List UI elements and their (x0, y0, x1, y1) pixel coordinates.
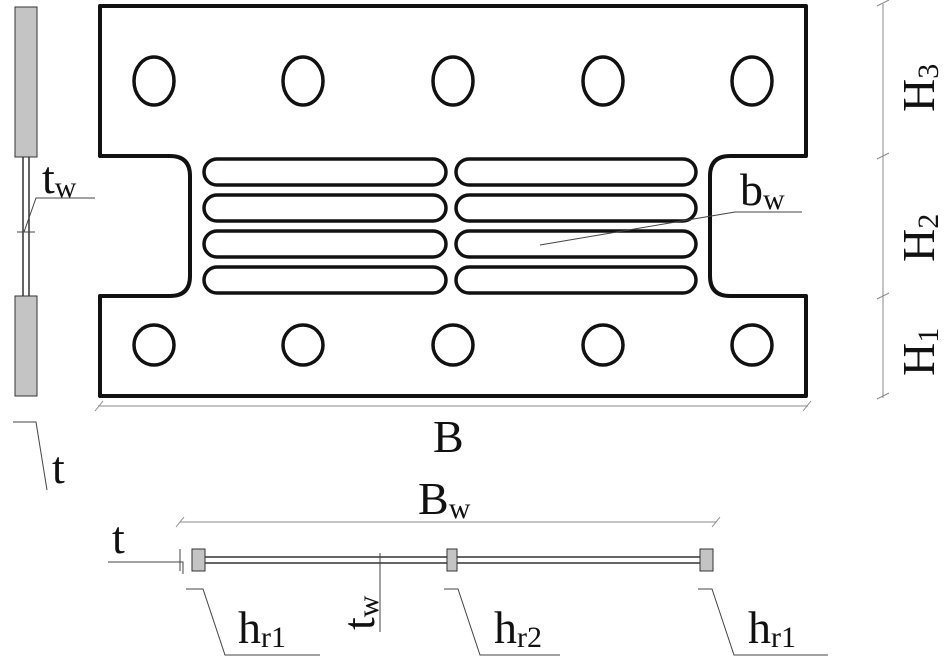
slot (202, 157, 448, 187)
slot (454, 229, 698, 259)
tick (94, 400, 104, 412)
bolt-hole (431, 323, 475, 367)
height-dimensions (876, 0, 890, 400)
bw-label: bw (740, 164, 785, 216)
bolt-hole (581, 55, 625, 107)
hr2-leader (444, 588, 560, 656)
side-view (13, 6, 95, 491)
t-section-leader (108, 561, 184, 574)
bolt-hole (431, 55, 475, 107)
hr1-right-leader (698, 588, 828, 656)
hr1-left-label: hr1 (238, 602, 286, 654)
plate-outline (98, 4, 808, 398)
tick (175, 516, 185, 528)
top-bolt-holes (132, 55, 774, 107)
section-right-rib (699, 548, 714, 572)
H3-label: H3 (893, 64, 945, 112)
slot (454, 193, 698, 223)
t-side-label: t (52, 442, 65, 493)
t-section-label: t (112, 512, 125, 563)
tick (711, 516, 721, 528)
bottom-bolt-holes (132, 323, 774, 367)
bolt-hole (132, 55, 176, 107)
slot (202, 193, 448, 223)
bolt-hole (281, 55, 325, 107)
hr1-left-leader (186, 588, 320, 656)
Bw-label: Bw (418, 473, 471, 525)
cross-section (191, 548, 714, 572)
slot (454, 157, 698, 187)
slot (202, 229, 448, 259)
t-leader (13, 421, 48, 491)
bolt-hole (730, 55, 774, 107)
tick (876, 0, 890, 7)
tick (802, 400, 812, 412)
bw-leader (539, 211, 736, 246)
slot (202, 265, 448, 295)
bolt-hole (281, 323, 325, 367)
B-label: B (433, 411, 464, 462)
tick (876, 292, 890, 300)
tw-leader (23, 197, 95, 233)
tick (876, 152, 890, 160)
section-left-rib (191, 548, 206, 572)
H2-label: H2 (893, 214, 945, 262)
tick (876, 392, 890, 400)
section-middle-rib (446, 548, 458, 572)
side-lower-flange (14, 295, 38, 397)
bolt-hole (730, 323, 774, 367)
hr2-label: hr2 (494, 602, 542, 654)
slot (454, 265, 698, 295)
bolt-hole (581, 323, 625, 367)
tw-section-label: tw (333, 595, 385, 630)
web-slots (202, 157, 698, 295)
tw-label: tw (42, 152, 77, 204)
bolt-hole (132, 323, 176, 367)
side-upper-flange (14, 6, 38, 158)
H1-label: H1 (893, 328, 945, 376)
hr1-right-label: hr1 (748, 602, 796, 654)
